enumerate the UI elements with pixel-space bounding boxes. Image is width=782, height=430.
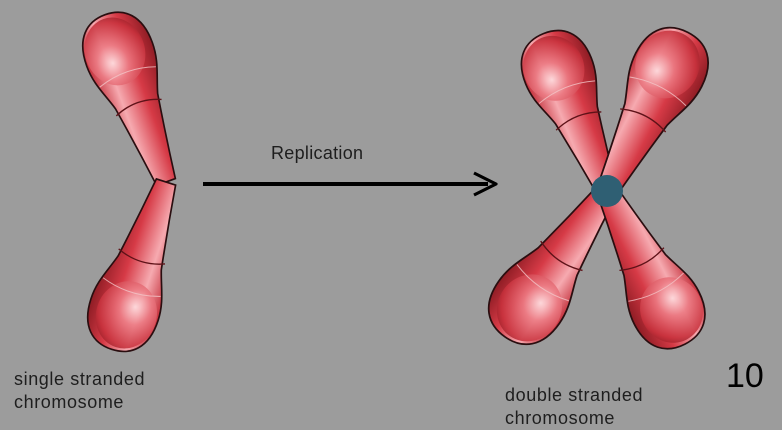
replication-label: Replication — [271, 143, 363, 164]
replication-arrow — [203, 173, 496, 195]
double-label-line2: chromosome — [505, 407, 643, 430]
double-stranded-label: double stranded chromosome — [505, 384, 643, 430]
centromere-dot — [591, 175, 623, 207]
page-number: 10 — [726, 357, 764, 396]
single-label-line2: chromosome — [14, 391, 145, 414]
single-label-line1: single stranded — [14, 368, 145, 391]
single-stranded-label: single stranded chromosome — [14, 368, 145, 414]
x-shaped-chromosome — [475, 16, 721, 361]
single-chromatid-shape — [72, 3, 199, 360]
double-label-line1: double stranded — [505, 384, 643, 407]
